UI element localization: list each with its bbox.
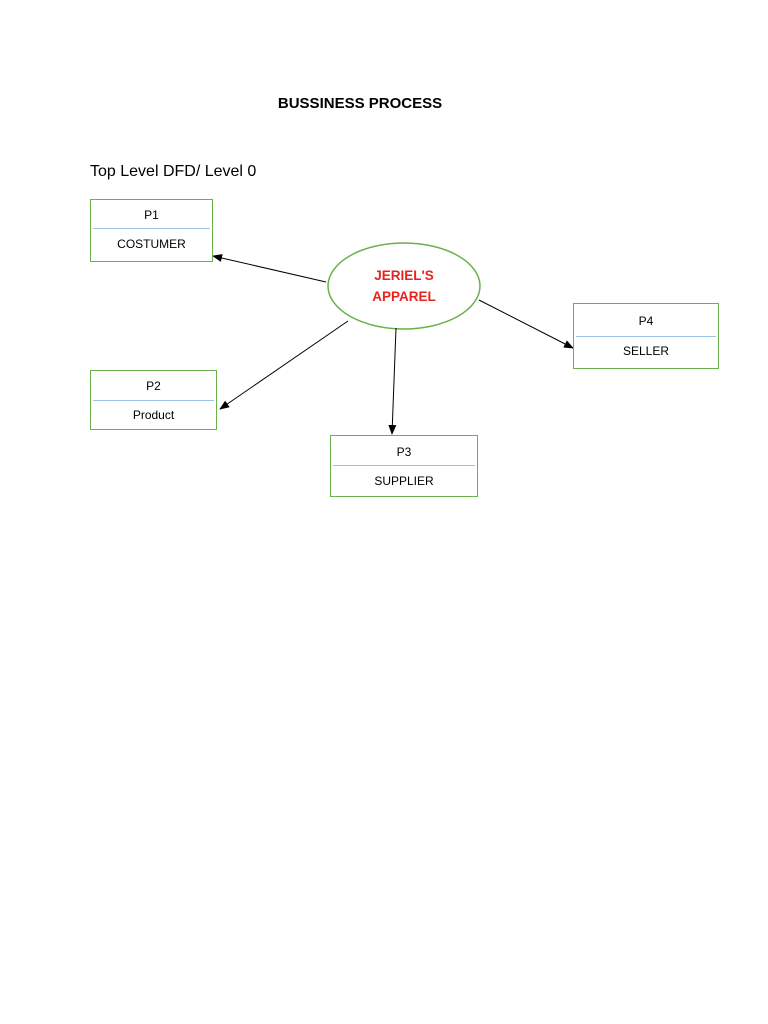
process-separator — [93, 228, 210, 229]
process-name: COSTUMER — [117, 237, 186, 251]
process-id: P3 — [396, 445, 412, 459]
arrow-to-p1 — [212, 254, 327, 283]
process-box-p1: P1 COSTUMER — [90, 199, 213, 262]
center-label-line2: APPAREL — [372, 289, 436, 304]
process-name: Product — [132, 408, 175, 422]
process-box-p4: P4 SELLER — [573, 303, 719, 369]
center-label-line1: JERIEL'S — [374, 268, 434, 283]
process-name: SELLER — [622, 344, 670, 358]
process-separator — [333, 465, 475, 466]
process-separator — [576, 336, 716, 337]
page-title: BUSSINESS PROCESS — [277, 95, 443, 112]
process-id: P2 — [146, 379, 161, 393]
arrow-to-p2 — [219, 320, 349, 410]
process-box-p3: P3 SUPPLIER — [330, 435, 478, 497]
arrow-to-p3 — [388, 327, 397, 435]
process-box-p2: P2 Product — [90, 370, 217, 430]
process-name: SUPPLIER — [374, 474, 434, 488]
diagram-subtitle: Top Level DFD/ Level 0 — [90, 163, 257, 180]
process-id: P1 — [144, 208, 159, 222]
arrow-to-p4 — [478, 299, 574, 349]
center-process-ellipse — [327, 242, 481, 330]
center-process-label: JERIEL'S APPAREL — [330, 265, 478, 307]
process-id: P4 — [638, 314, 654, 328]
process-separator — [93, 400, 214, 401]
